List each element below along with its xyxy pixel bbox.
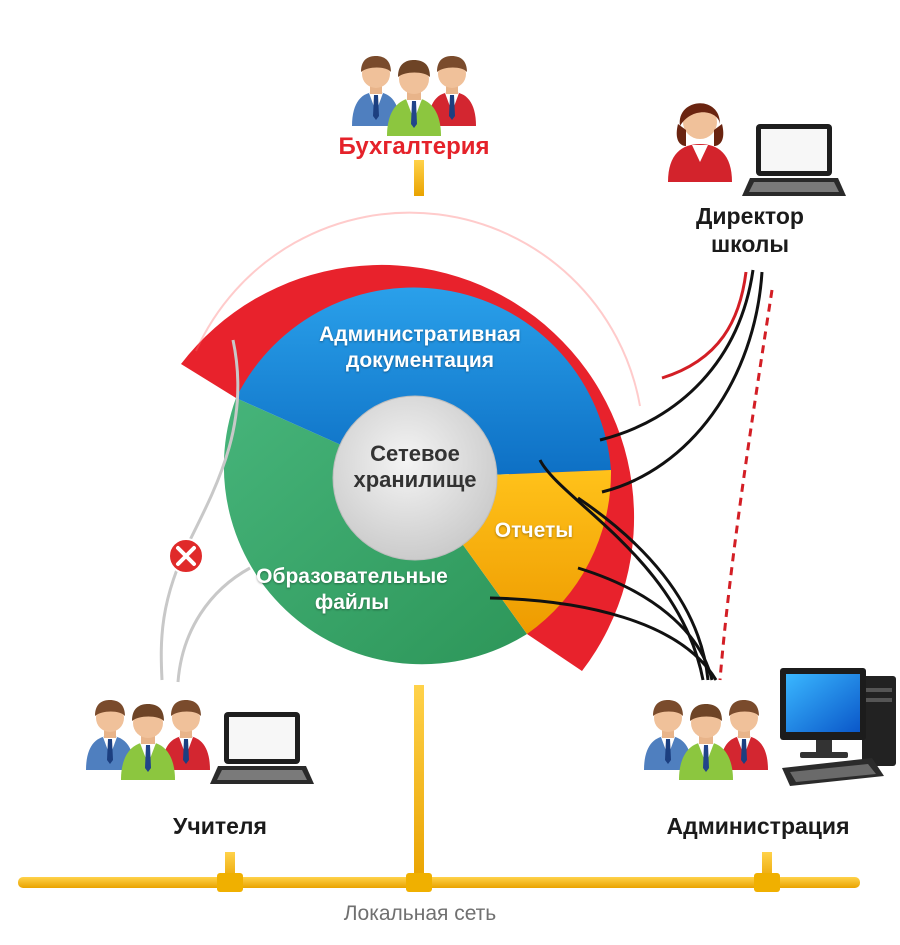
network-pipes: [18, 160, 860, 892]
center-label-line2: хранилище: [353, 467, 477, 492]
edu-files-label-line1: Образовательные: [256, 565, 448, 588]
center-label-line1: Сетевое: [370, 441, 460, 466]
administration-people-icon: [644, 700, 768, 780]
teachers-label: Учителя: [173, 813, 267, 839]
director-label-line1: Директор: [696, 203, 804, 229]
edu-files-label-line2: файлы: [314, 591, 390, 614]
accounting-people-icon: [352, 56, 476, 136]
director-laptop-icon: [742, 124, 846, 196]
blocked-x-icon: [168, 538, 204, 574]
center-storage-disc: [332, 395, 498, 561]
administration-label: Администрация: [666, 813, 850, 839]
reports-label: Отчеты: [494, 519, 574, 542]
sector-admin-docs: [236, 287, 611, 478]
local-network-label: Локальная сеть: [343, 902, 497, 925]
woman-user-icon: [668, 103, 732, 182]
teachers-laptop-icon: [210, 712, 314, 784]
administration-links: [489, 459, 718, 681]
desktop-computer-icon: [780, 668, 896, 786]
director-label-line2: школы: [710, 231, 790, 257]
admin-docs-label-line2: документация: [345, 349, 494, 372]
director-links: [599, 269, 774, 681]
teachers-people-icon: [86, 700, 210, 780]
accounting-label: Бухгалтерия: [338, 133, 490, 160]
storage-wheel: [223, 287, 612, 665]
admin-docs-label-line1: Административная: [319, 323, 521, 346]
